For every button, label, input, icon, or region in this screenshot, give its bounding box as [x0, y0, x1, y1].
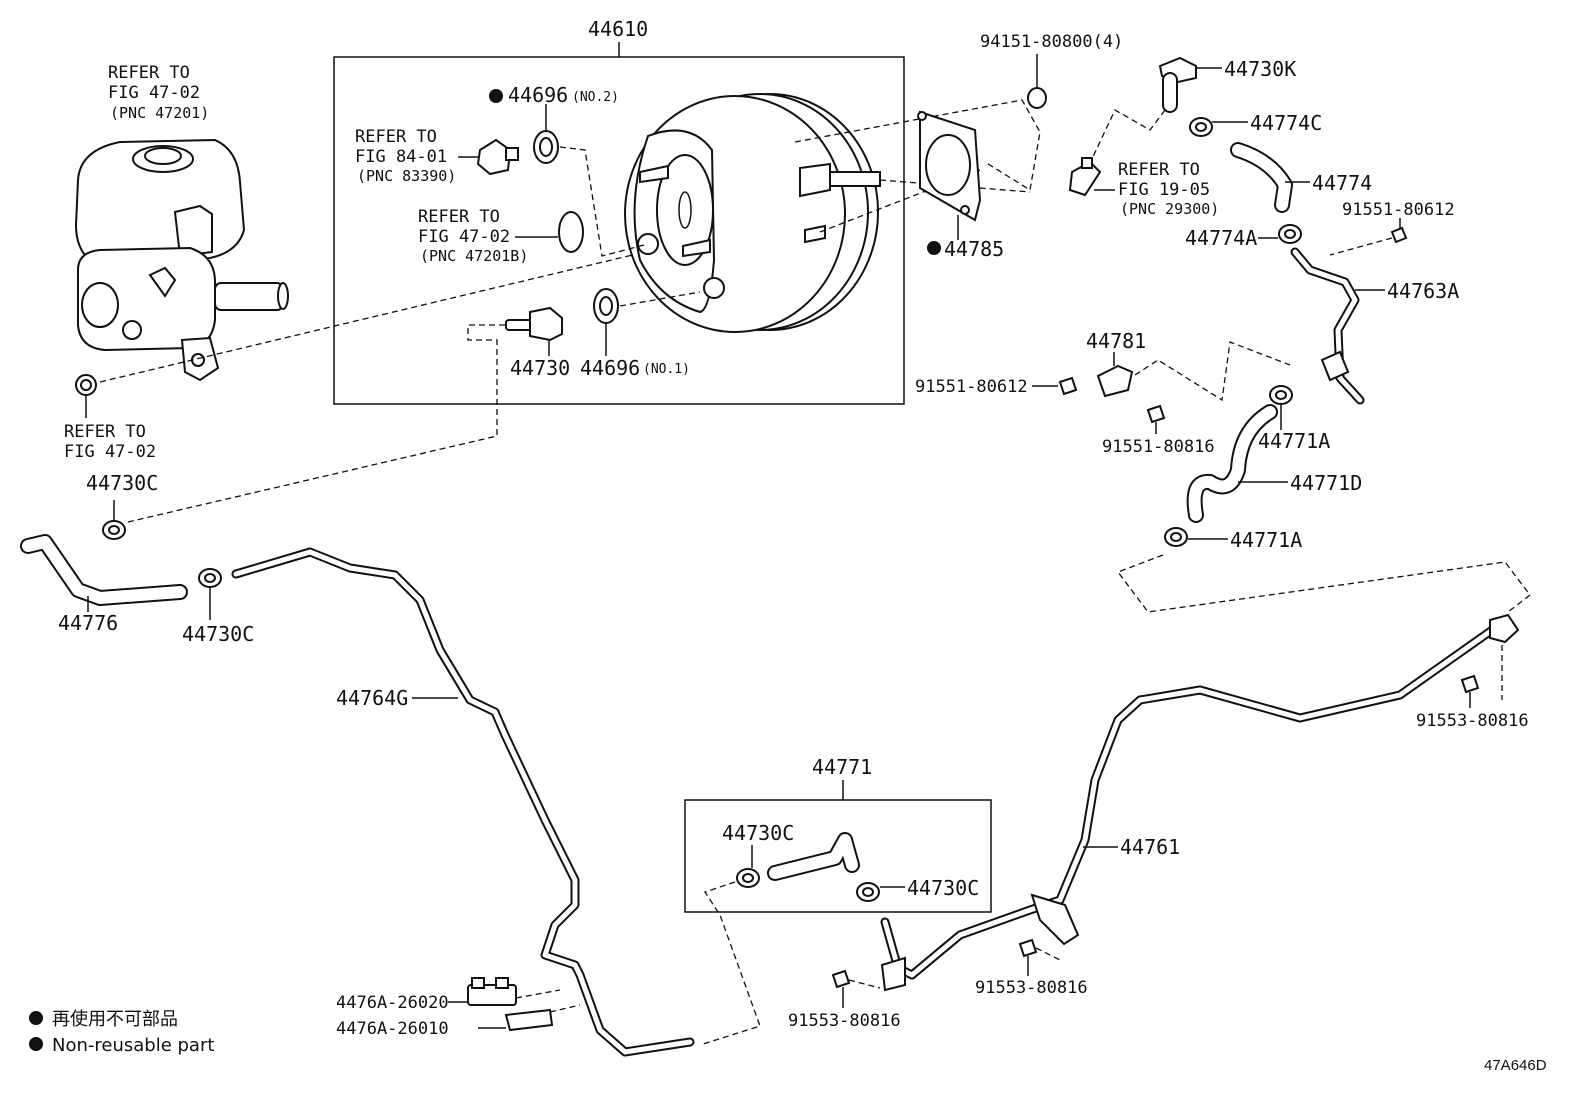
tube-44764g-drawing [231, 547, 695, 1057]
ref-mc-line2: FIG 47-02 [108, 83, 200, 103]
label-4476a-26010: 4476A-26010 [336, 1019, 449, 1039]
ref-fig47b-line3: (PNC 47201B) [420, 247, 528, 265]
label-no1: (NO.1) [643, 362, 690, 377]
master-cylinder-drawing [74, 138, 289, 382]
clamp-44730c-left-drawing [102, 520, 126, 540]
legend-en: Non-reusable part [52, 1035, 214, 1056]
fig19-part-drawing [1068, 157, 1102, 197]
hose-44776-drawing [20, 534, 188, 606]
cap-drawing [476, 138, 519, 176]
bolt-91553-mid-drawing [1018, 938, 1038, 958]
ref-fig84-line1: REFER TO [355, 127, 437, 147]
bolt-91553-left-drawing [831, 969, 851, 989]
label-44730: 44730 [510, 356, 570, 380]
hose-in-box-drawing [767, 832, 860, 881]
clamp-44774c-drawing [1189, 117, 1213, 137]
label-44771: 44771 [812, 755, 872, 779]
label-91551-80612-mid: 91551-80612 [915, 377, 1028, 397]
label-44774: 44774 [1312, 171, 1372, 195]
label-4476a-26020: 4476A-26020 [336, 993, 449, 1013]
label-44696-no1: 44696 [580, 356, 640, 380]
non-reusable-dot-icon [927, 241, 941, 255]
label-44730c-left: 44730C [86, 471, 158, 495]
label-44771d: 44771D [1290, 471, 1362, 495]
tube-44761-drawing [880, 613, 1520, 992]
nut-drawing [75, 374, 97, 396]
label-44730c-box-left: 44730C [722, 821, 794, 845]
legend-dot-icon [29, 1011, 43, 1025]
label-44696-no2: 44696 [508, 83, 568, 107]
label-44776: 44776 [58, 611, 118, 635]
legend-dot-icon [29, 1037, 43, 1051]
label-44774a: 44774A [1185, 226, 1257, 250]
legend-jp: 再使用不可部品 [52, 1009, 178, 1030]
label-91551-80816: 91551-80816 [1102, 437, 1215, 457]
label-44730c-mid: 44730C [182, 622, 254, 646]
clamp-44771a-lower-drawing [1164, 527, 1188, 547]
seal-no2-drawing [533, 130, 559, 164]
bracket-44781-drawing [1096, 364, 1134, 398]
gasket-drawing [917, 110, 982, 222]
label-91553-80816-right: 91553-80816 [1416, 711, 1529, 731]
check-valve-drawing [505, 306, 563, 342]
bolt-91551-mid-drawing [1058, 376, 1078, 396]
clip-4476a-26020-drawing [467, 977, 517, 1006]
label-91551-80612-top: 91551-80612 [1342, 200, 1455, 220]
ref-mc-line1: REFER TO [108, 63, 190, 83]
ref-mc-line3: (PNC 47201) [110, 104, 209, 122]
label-44774c: 44774C [1250, 111, 1322, 135]
ref-nut-line1: REFER TO [64, 422, 146, 442]
hose-44774-drawing [1230, 142, 1293, 213]
hose-44771d-drawing [1186, 404, 1278, 523]
ref-fig84-line3: (PNC 83390) [357, 167, 456, 185]
label-91553-80816-left: 91553-80816 [788, 1011, 901, 1031]
label-91553-80816-mid: 91553-80816 [975, 978, 1088, 998]
label-44610: 44610 [588, 17, 648, 41]
seal-no1-drawing [593, 288, 619, 324]
label-44785: 44785 [944, 237, 1004, 261]
ref-fig47b-line2: FIG 47-02 [418, 227, 510, 247]
label-no2: (NO.2) [572, 90, 619, 105]
ref-nut-line2: FIG 47-02 [64, 442, 156, 462]
non-reusable-dot-icon [489, 89, 503, 103]
clamp-44771a-upper-drawing [1269, 385, 1293, 405]
label-44781: 44781 [1086, 329, 1146, 353]
clamp-44730c-box-right-drawing [856, 882, 880, 902]
label-44771a-lower: 44771A [1230, 528, 1302, 552]
bracket-44763a-drawing [1290, 247, 1365, 405]
figure-code: 47A646D [1484, 1057, 1547, 1074]
clip-4476a-26010-drawing [504, 1008, 554, 1032]
label-44730c-box-right: 44730C [907, 876, 979, 900]
check-valve-44730k-drawing [1158, 56, 1197, 113]
bolt-91553-right-drawing [1460, 674, 1480, 694]
bolt-91551-top-drawing [1390, 226, 1408, 244]
brake-booster-drawing [624, 93, 881, 333]
label-44730k: 44730K [1224, 57, 1296, 81]
label-44761: 44761 [1120, 835, 1180, 859]
ref-fig84-line2: FIG 84-01 [355, 147, 447, 167]
ref-fig47b-line1: REFER TO [418, 207, 500, 227]
ref-fig19-line3: (PNC 29300) [1120, 200, 1219, 218]
label-44764g: 44764G [336, 686, 408, 710]
label-94151-80800: 94151-80800(4) [980, 32, 1123, 52]
label-44763a: 44763A [1387, 279, 1459, 303]
label-44771a-upper: 44771A [1258, 429, 1330, 453]
bolt-91551-80816-drawing [1146, 404, 1166, 424]
ref-fig19-line1: REFER TO [1118, 160, 1200, 180]
o-ring-drawing [558, 211, 584, 253]
hose-assembly-box [684, 799, 992, 913]
clamp-44730c-box-left-drawing [736, 868, 760, 888]
ref-fig19-line2: FIG 19-05 [1118, 180, 1210, 200]
clamp-44774a-drawing [1278, 224, 1302, 244]
clamp-44730c-mid-drawing [198, 568, 222, 588]
nut-94151-drawing [1027, 87, 1047, 109]
